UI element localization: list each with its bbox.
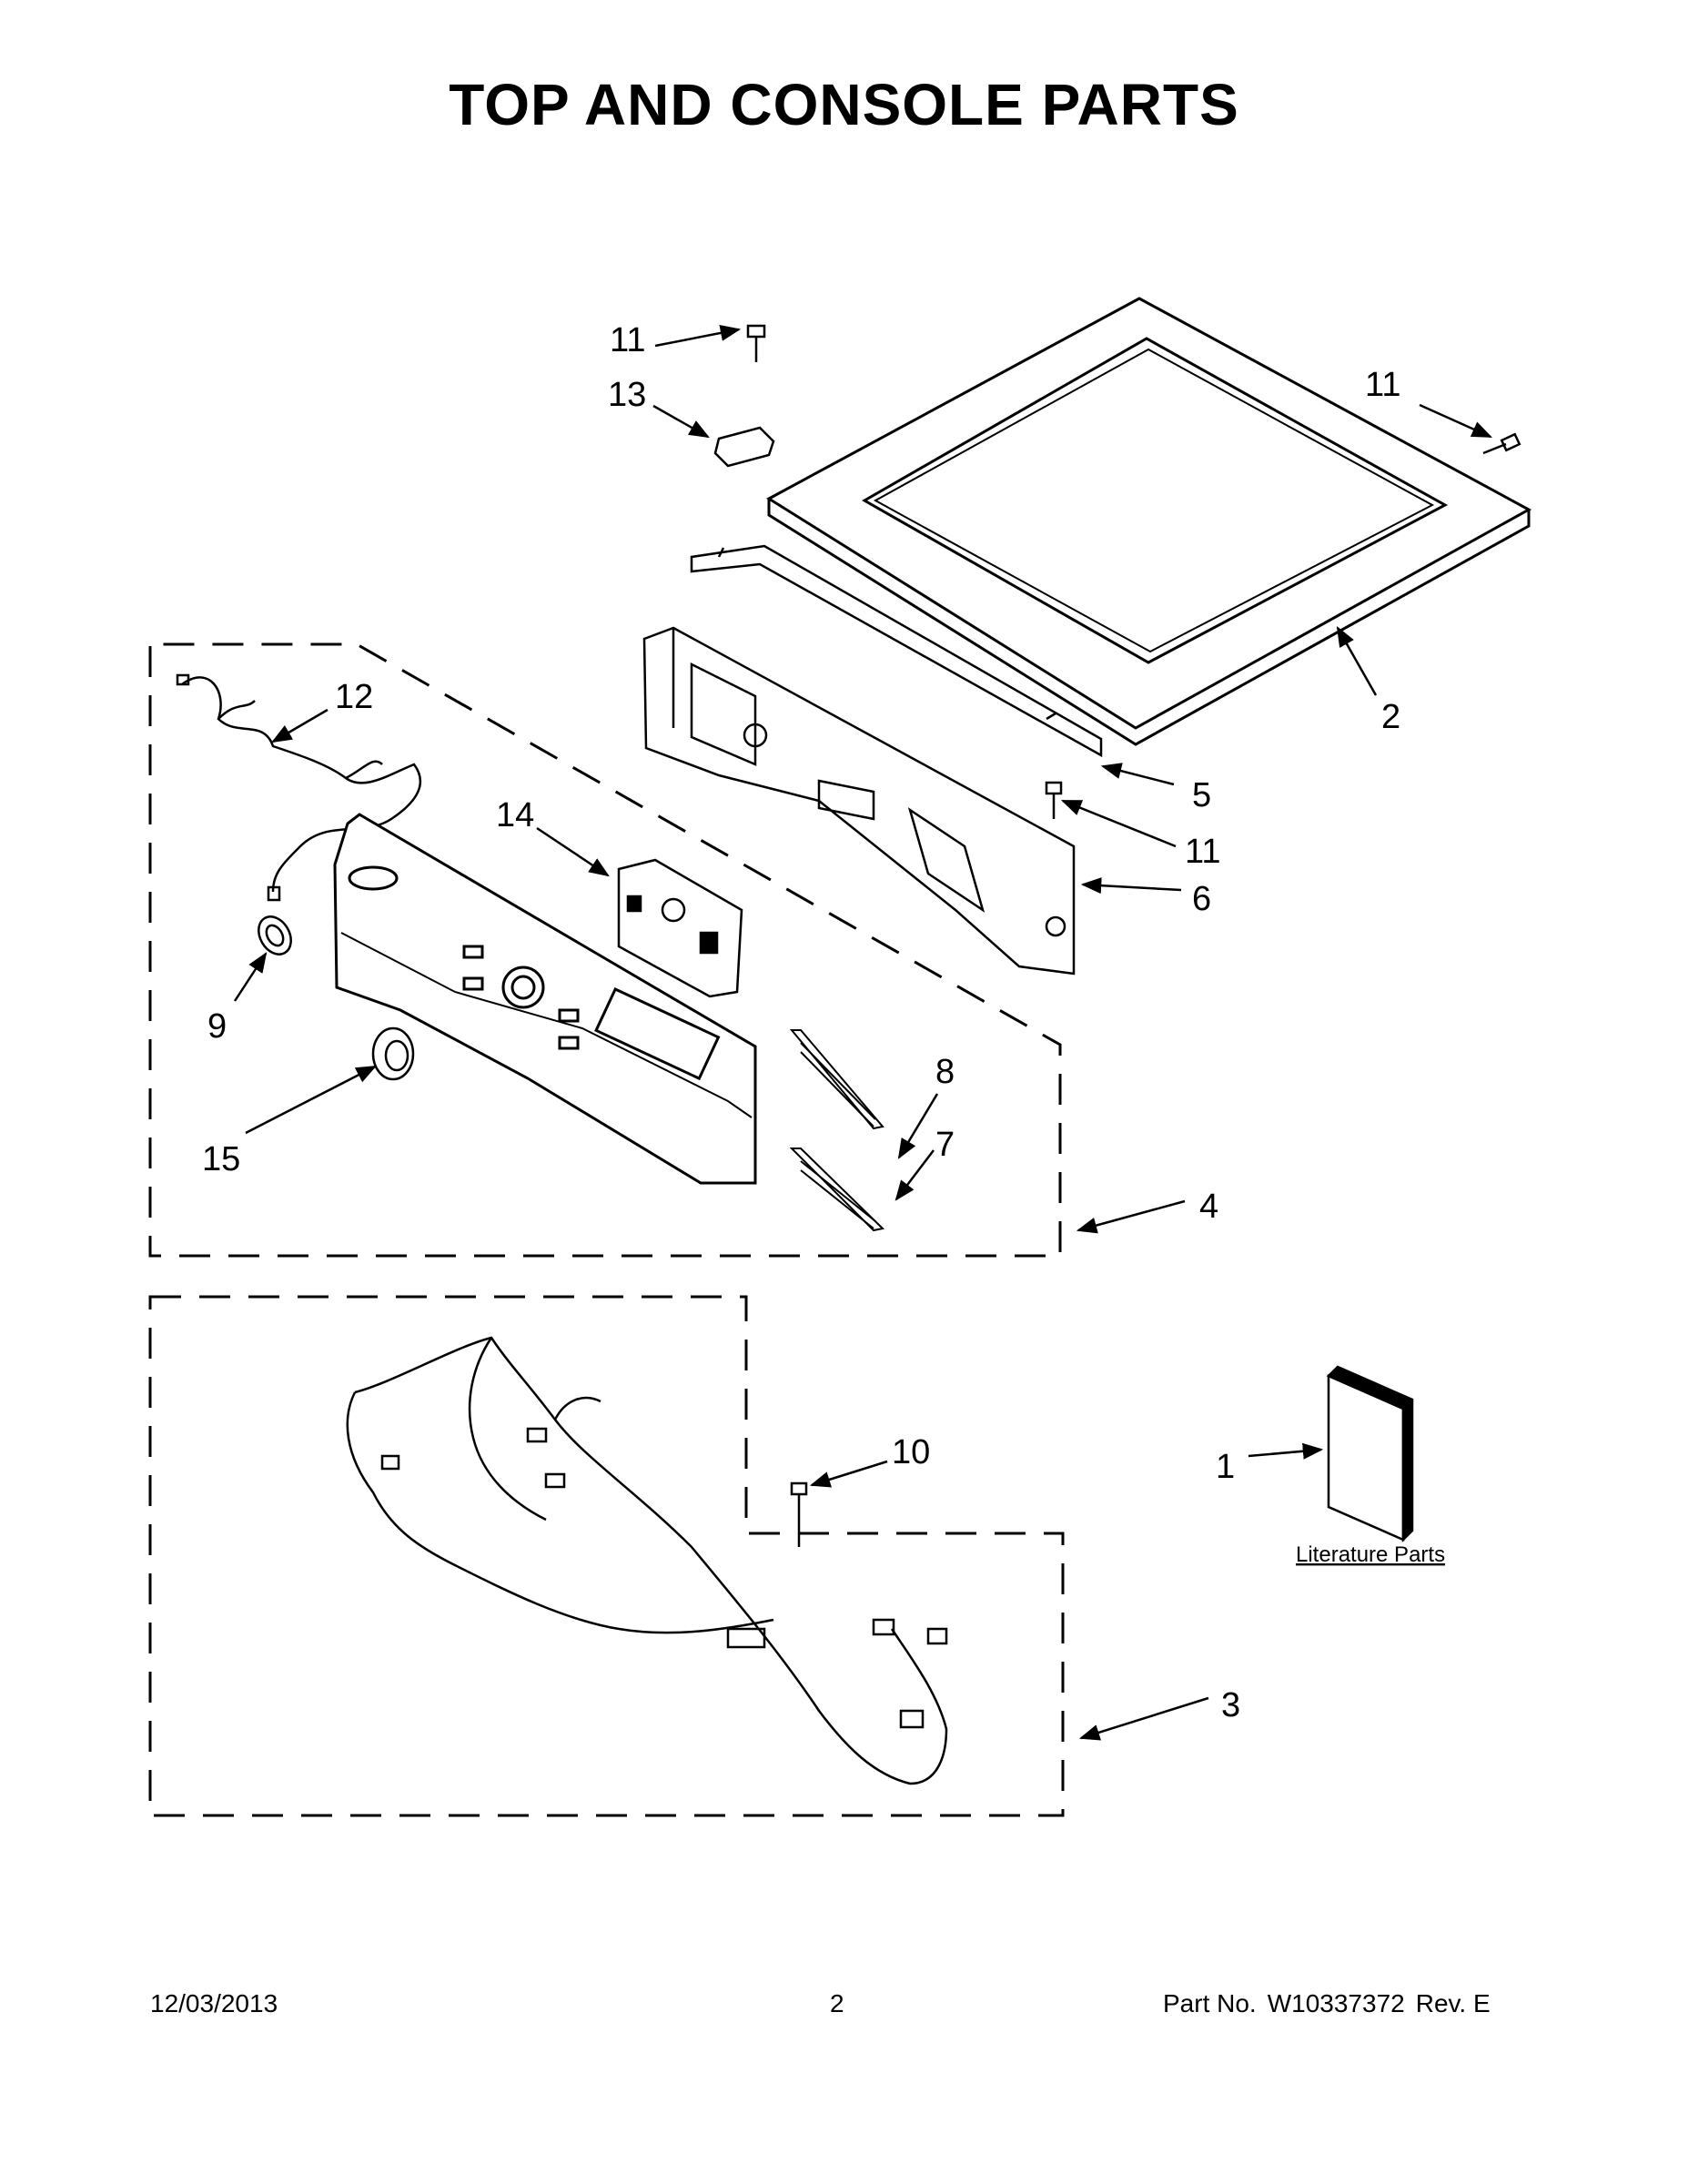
callout-14: 14 [496,796,534,834]
clip-13 [713,426,775,468]
callout-11: 11 [1365,366,1400,404]
callout-labels: 11 13 11 2 5 11 6 12 14 9 15 8 7 4 10 1 … [202,321,1445,1724]
footer-date: 12/03/2013 [150,1989,278,2017]
screw-10 [790,1481,808,1547]
dashed-box-assembly-3 [148,1295,1065,1817]
screw-11-right [1482,432,1521,455]
footer-part-number: W10337372 [1267,1989,1405,2017]
footer-page-number: 2 [830,1989,844,2017]
page-title: TOP AND CONSOLE PARTS [449,72,1239,137]
footer-part-info: Part No. W10337372 Rev. E [1163,1989,1501,2018]
callout-7: 7 [935,1126,955,1164]
ring-9 [258,915,292,956]
interface-board [617,858,743,998]
screws [746,324,1521,1547]
control-console [333,813,757,1185]
leader-lines [233,325,1493,1741]
callout-2: 2 [1381,698,1400,736]
callout-10: 10 [892,1433,930,1471]
wire-harness-12 [176,673,422,902]
screw-11-mid [1045,781,1063,819]
callout-1: 1 [1216,1448,1235,1486]
wire-harness-3 [346,1336,948,1785]
top-panel [766,297,1532,746]
footer-part-label: Part No. [1163,1989,1257,2017]
callout-3: 3 [1221,1686,1240,1724]
console-rear-panel [642,626,1076,976]
footer-revision: Rev. E [1415,1989,1491,2017]
callout-6: 6 [1192,880,1211,918]
dashed-box-assembly-4 [148,642,1062,1258]
screw-11-top [746,324,766,362]
callout-9: 9 [207,1007,227,1046]
callout-11: 11 [610,321,645,359]
callout-12: 12 [335,678,373,716]
literature-book [1326,1365,1414,1543]
callout-8: 8 [935,1053,955,1091]
literature-parts-label: Literature Parts [1296,1542,1445,1567]
callout-4: 4 [1199,1188,1218,1226]
callout-15: 15 [202,1140,240,1178]
ribbon-cables [789,1029,885,1232]
callout-11: 11 [1185,833,1220,871]
callout-13: 13 [608,376,646,414]
callout-5: 5 [1192,776,1211,814]
console-bracket [690,544,1103,758]
knob-15 [371,1026,415,1081]
